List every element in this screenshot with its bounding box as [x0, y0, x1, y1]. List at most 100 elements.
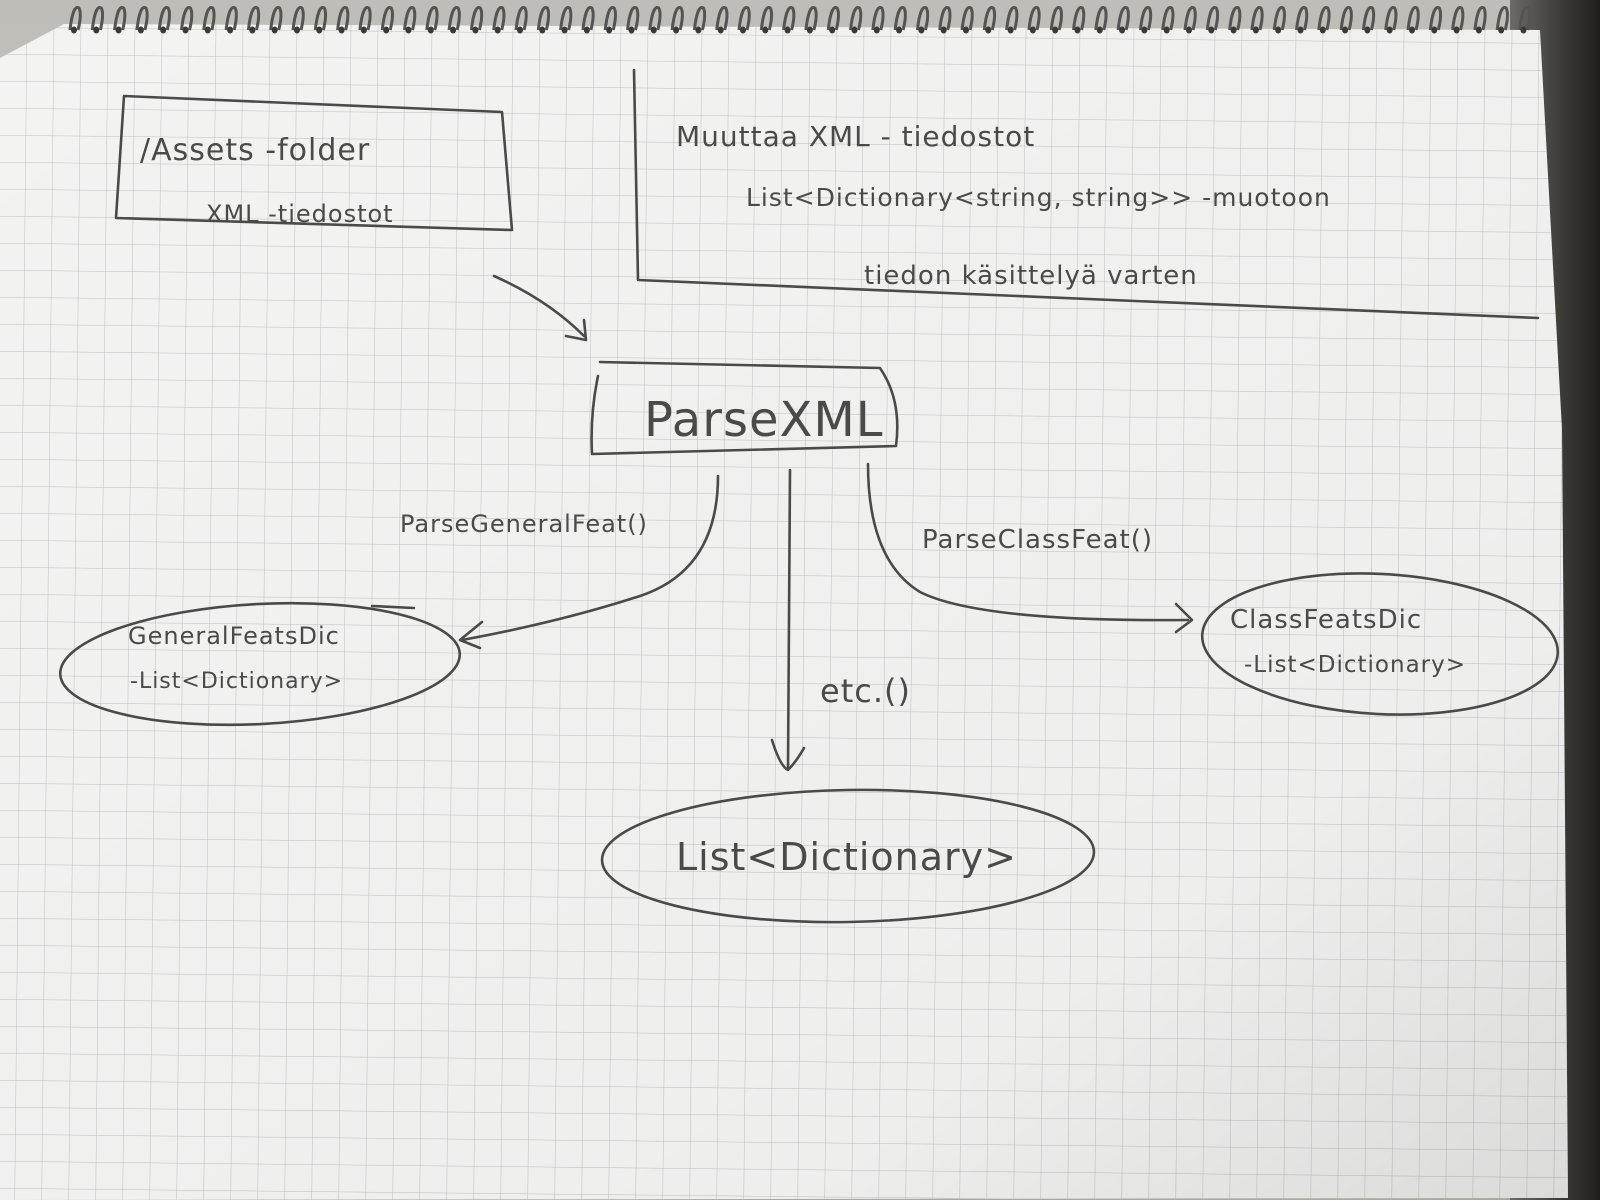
spiral-coil [849, 6, 863, 31]
spiral-coil [871, 6, 885, 31]
spiral-coil [1094, 6, 1108, 31]
spiral-hole [583, 26, 590, 34]
spiral-coil [1295, 6, 1309, 31]
spiral-coil [603, 6, 617, 31]
spiral-coil [469, 6, 484, 31]
spiral-hole [985, 26, 992, 34]
notebook-cover [1510, 0, 1600, 1200]
spiral-coil [982, 6, 997, 31]
spiral-hole [1275, 26, 1282, 34]
spiral-coil [492, 6, 506, 31]
spiral-coil [269, 6, 283, 31]
spiral-hole [784, 26, 791, 34]
spiral-hole [695, 26, 702, 34]
spiral-coil [581, 6, 595, 31]
paper-grid [0, 24, 1568, 1200]
bottom-node-label: List<Dictionary> [676, 835, 1017, 879]
spiral-coil [915, 6, 930, 31]
spiral-hole [873, 26, 880, 34]
spiral-hole [740, 26, 746, 34]
spiral-coil [1072, 6, 1086, 31]
bottom-list-node: List<Dictionary> [600, 788, 1096, 924]
spiral-coil [804, 6, 818, 31]
class-feats-node: ClassFeatsDic -List<Dictionary> [1200, 572, 1560, 716]
paper-sheet [0, 24, 1568, 1200]
spiral-hole [1029, 26, 1036, 34]
spiral-coil [202, 6, 216, 31]
spiral-coil [826, 6, 840, 31]
spiral-hole [338, 26, 345, 34]
class-node-line2: -List<Dictionary> [1244, 652, 1466, 678]
spiral-coil [380, 6, 394, 31]
edge-right-label: ParseClassFeat() [922, 525, 1153, 555]
spiral-hole [294, 26, 300, 34]
spiral-coil [157, 6, 171, 31]
spiral-coil [1005, 6, 1019, 31]
spiral-coil [313, 6, 328, 31]
spiral-coil [670, 6, 684, 31]
spiral-hole [1074, 26, 1081, 34]
spiral-coil [1116, 6, 1130, 31]
spiral-hole [628, 26, 635, 34]
spiral-coil [180, 6, 194, 31]
spiral-coil [403, 6, 417, 31]
spiral-hole [316, 26, 323, 34]
spiral-hole [896, 26, 903, 34]
spiral-coil [336, 6, 350, 31]
spiral-hole [1230, 26, 1237, 34]
spiral-hole [517, 26, 523, 34]
spiral-coil [536, 6, 551, 31]
spiral-coil [1406, 6, 1420, 31]
spiral-hole [271, 26, 278, 34]
spiral-coil [90, 6, 105, 31]
spiral-hole [137, 26, 144, 34]
spiral-hole [1498, 26, 1505, 34]
parse-xml-label: ParseXML [644, 392, 884, 448]
spiral-coil [692, 6, 707, 31]
spiral-hole [383, 26, 390, 34]
spiral-hole [160, 26, 167, 34]
spiral-coil [737, 6, 751, 31]
spiral-coil [1495, 6, 1509, 31]
spiral-hole [762, 26, 769, 34]
spiral-coil [1339, 6, 1353, 31]
spiral-coil [715, 6, 729, 31]
spiral-coil [1473, 6, 1487, 31]
spiral-hole [1141, 26, 1148, 34]
general-node-line1: GeneralFeatsDic [128, 622, 340, 650]
spiral-binding [68, 6, 1532, 34]
spiral-hole [1475, 26, 1482, 34]
note-line3: tiedon käsittelyä varten [864, 261, 1198, 291]
spiral-hole [673, 26, 680, 34]
spiral-coil [1138, 6, 1153, 31]
spiral-hole [450, 26, 457, 34]
spiral-coil [759, 6, 774, 31]
class-node-line1: ClassFeatsDic [1230, 605, 1422, 635]
spiral-hole [561, 26, 568, 34]
spiral-hole [1208, 26, 1215, 34]
spiral-coil [425, 6, 439, 31]
spiral-hole [650, 26, 657, 34]
spiral-hole [539, 26, 546, 34]
spiral-coil [782, 6, 796, 31]
spiral-coil [291, 6, 305, 31]
spiral-hole [182, 26, 189, 34]
spiral-hole [71, 26, 77, 34]
assets-to-parse-arrow [492, 274, 588, 342]
spiral-coil [1272, 6, 1286, 31]
spiral-hole [360, 26, 367, 34]
spiral-hole [1297, 26, 1304, 34]
spiral-hole [1431, 26, 1438, 34]
spiral-hole [851, 26, 858, 34]
spiral-coil [1228, 6, 1242, 31]
spiral-coil [1384, 6, 1398, 31]
spiral-coil [1027, 6, 1041, 31]
spiral-hole [494, 26, 501, 34]
spiral-hole [963, 26, 969, 34]
note-line2: List<Dictionary<string, string>> -muotoo… [746, 183, 1331, 212]
spiral-coil [938, 6, 952, 31]
edge-middle-label: etc.() [820, 672, 911, 710]
spiral-coil [1250, 6, 1264, 31]
